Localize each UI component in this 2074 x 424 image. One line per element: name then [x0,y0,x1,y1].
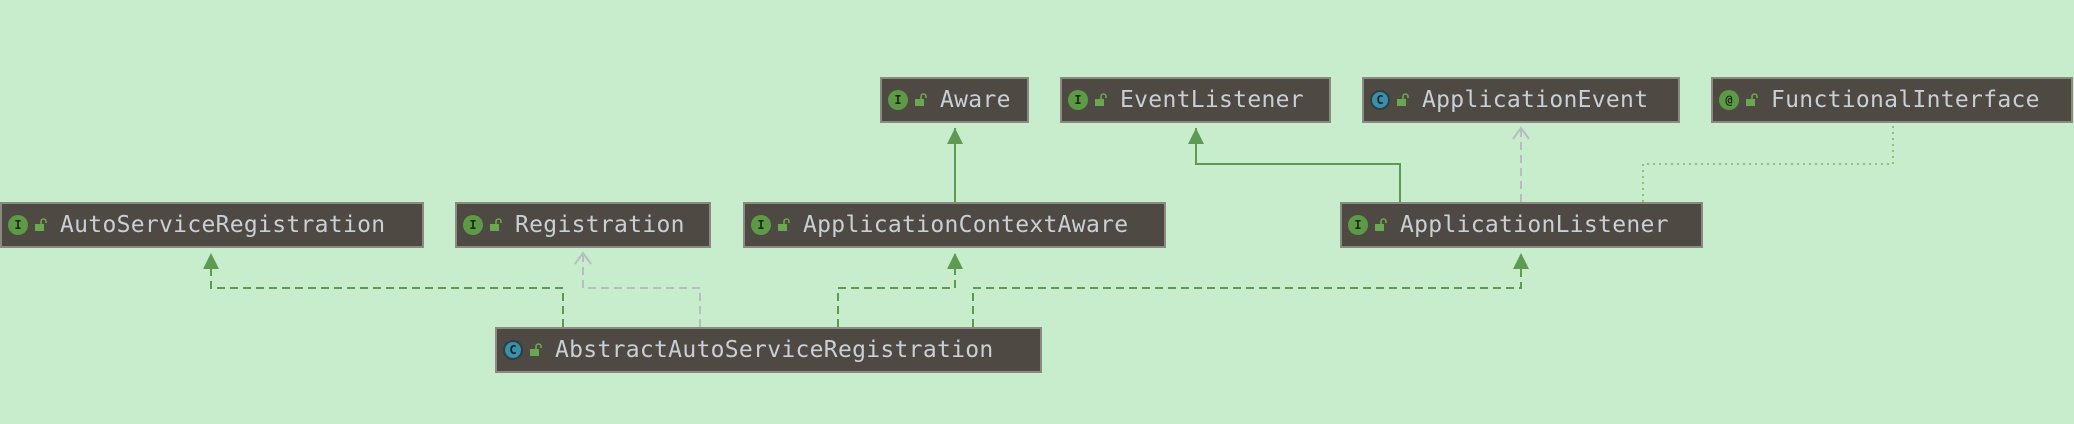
node-auto-service-registration[interactable]: I AutoServiceRegistration [0,202,424,248]
edge-abstract-auto-service-registration-to-application-listener [972,253,1529,327]
unlocked-icon [1375,218,1387,231]
unlocked-icon [1746,93,1758,106]
node-registration[interactable]: I Registration [455,202,711,248]
arrowhead [203,253,219,269]
arrowhead [1512,126,1530,140]
edge-application-listener-to-functional-interface [1642,125,1894,202]
node-application-event[interactable]: C ApplicationEvent [1362,77,1680,123]
node-label: Registration [515,212,685,238]
interface-icon: I [1348,215,1368,235]
node-functional-interface[interactable]: @ FunctionalInterface [1711,77,2073,123]
node-label: ApplicationContextAware [803,212,1129,238]
node-label: AutoServiceRegistration [60,212,386,238]
node-label: ApplicationEvent [1422,87,1649,113]
interface-icon: I [751,215,771,235]
interface-icon: I [1068,90,1088,110]
node-label: FunctionalInterface [1771,87,2040,113]
edge-application-context-aware-to-aware [947,128,963,202]
interface-icon: I [463,215,483,235]
edge-application-listener-to-event-listener [1188,128,1401,202]
node-application-listener[interactable]: I ApplicationListener [1340,202,1703,248]
unlocked-icon [1095,93,1107,106]
edge-abstract-auto-service-registration-to-auto-service-registration [203,253,564,327]
node-label: Aware [940,87,1011,113]
node-label: ApplicationListener [1400,212,1669,238]
node-abstract-auto-service-registration[interactable]: C AbstractAutoServiceRegistration [495,327,1042,373]
unlocked-icon [490,218,502,231]
node-label: AbstractAutoServiceRegistration [555,337,994,363]
arrowhead [1188,128,1204,144]
arrowhead [1513,253,1529,269]
abstract-class-icon: C [503,340,523,360]
interface-icon: I [8,215,28,235]
arrowhead [947,253,963,269]
node-label: EventListener [1120,87,1304,113]
edge-application-listener-to-application-event [1512,126,1530,202]
arrowhead [574,251,592,265]
annotation-icon: @ [1719,90,1739,110]
node-event-listener[interactable]: I EventListener [1060,77,1331,123]
class-icon: C [1370,90,1390,110]
unlocked-icon [778,218,790,231]
unlocked-icon [35,218,47,231]
unlocked-icon [530,343,542,356]
unlocked-icon [1397,93,1409,106]
node-application-context-aware[interactable]: I ApplicationContextAware [743,202,1166,248]
unlocked-icon [915,93,927,106]
edge-abstract-auto-service-registration-to-application-context-aware [837,253,963,327]
interface-icon: I [888,90,908,110]
edge-abstract-auto-service-registration-to-registration [574,251,701,327]
arrowhead [947,128,963,144]
node-aware[interactable]: I Aware [880,77,1029,123]
